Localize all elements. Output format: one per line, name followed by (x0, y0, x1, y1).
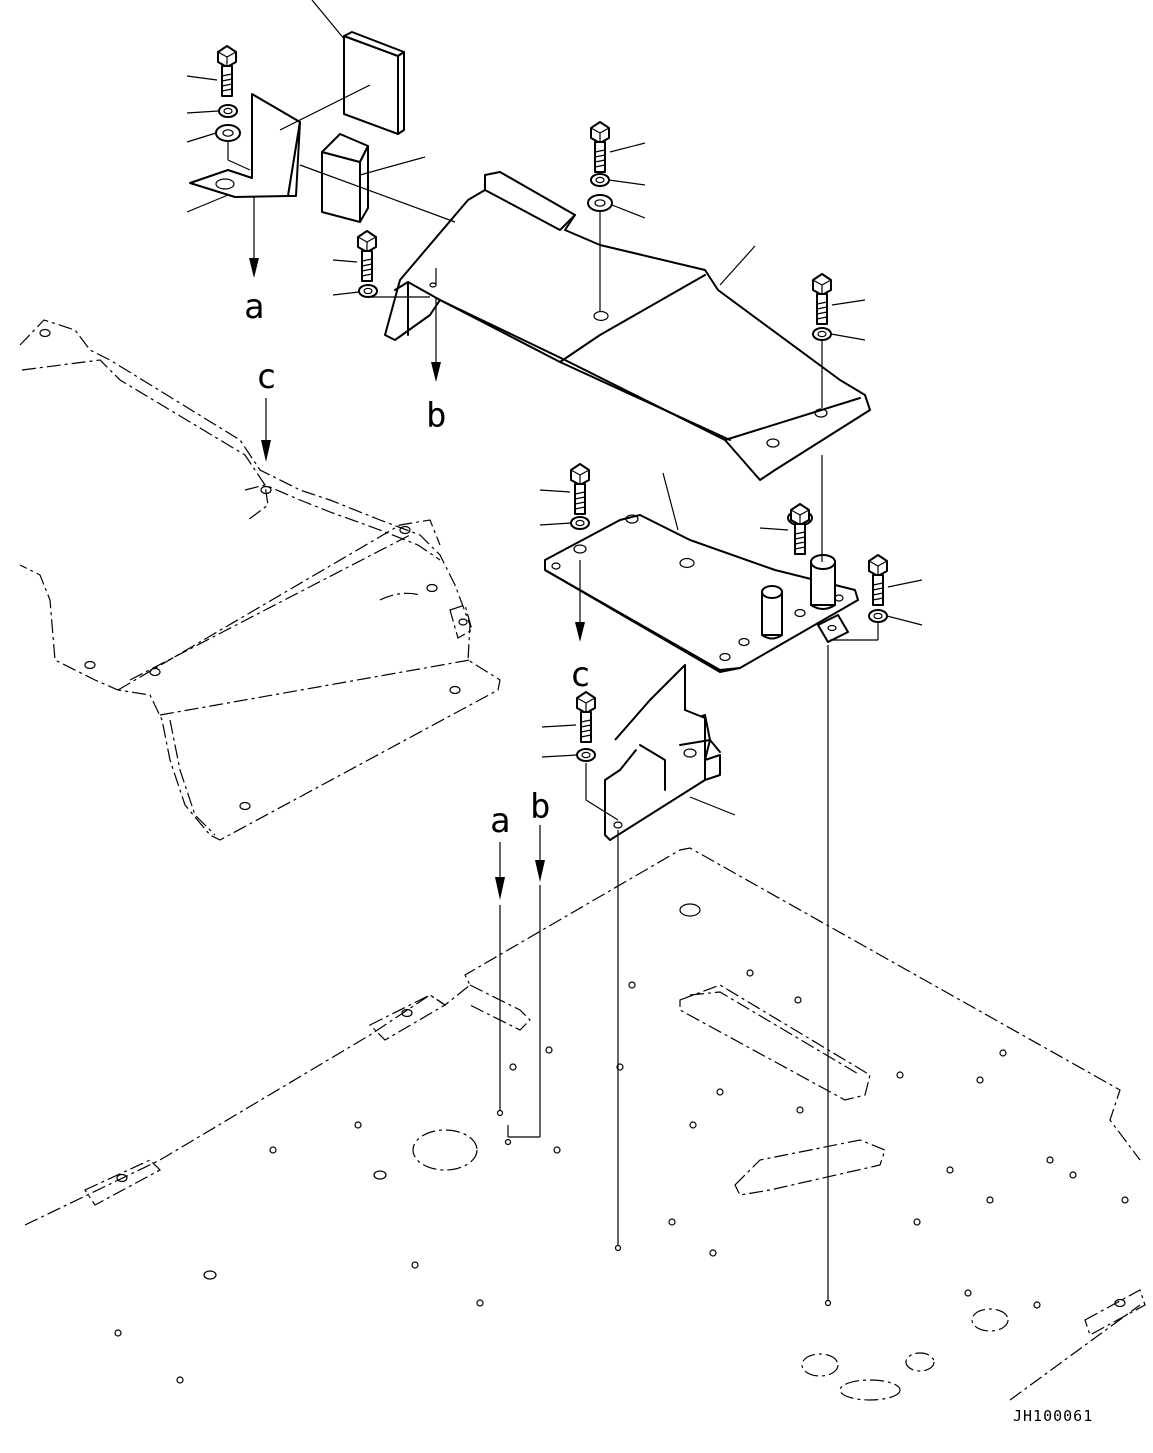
spacer-block-small (321, 133, 369, 223)
washer-icon (215, 124, 241, 142)
bolt-icon (217, 45, 237, 97)
bolt-icon (570, 463, 590, 515)
floor-frame (24, 847, 1146, 1401)
spacer-block-large (343, 31, 405, 135)
callout-a-lower: a (490, 801, 510, 841)
washer-icon (868, 609, 888, 623)
washer-icon (812, 327, 832, 341)
callout-a-upper: a (244, 287, 264, 327)
washer-icon (218, 104, 238, 118)
washer-icon (587, 194, 613, 212)
cover-plate (384, 171, 871, 481)
bolt-icon (812, 273, 832, 325)
bolt-icon (357, 230, 377, 282)
callout-b-upper: b (426, 396, 446, 436)
washer-icon (576, 748, 596, 762)
bolt-icon (590, 121, 610, 173)
spacer-pipe-1 (761, 585, 783, 640)
callout-b-lower: b (530, 787, 550, 827)
drawing-code: JH100061 (1013, 1407, 1093, 1425)
callout-labels: a b c c a b (244, 287, 590, 841)
leader-lines (186, 0, 923, 816)
arrows (249, 197, 585, 900)
hole-markers (496, 1109, 832, 1307)
lower-bracket (604, 664, 721, 841)
callout-c-left: c (256, 357, 276, 397)
bolt-icon (868, 554, 888, 606)
washer-icon (358, 284, 378, 298)
spacer-pipe-2 (810, 554, 836, 610)
small-tab (817, 614, 849, 643)
washer-icon (570, 516, 590, 530)
hardware (215, 45, 888, 762)
angle-bracket (189, 93, 301, 198)
callout-c-lower: c (570, 655, 590, 695)
assembly-lines (227, 141, 879, 1300)
washer-icon (590, 173, 610, 187)
bolt-icon (576, 691, 596, 743)
frame-section-left (19, 319, 501, 841)
